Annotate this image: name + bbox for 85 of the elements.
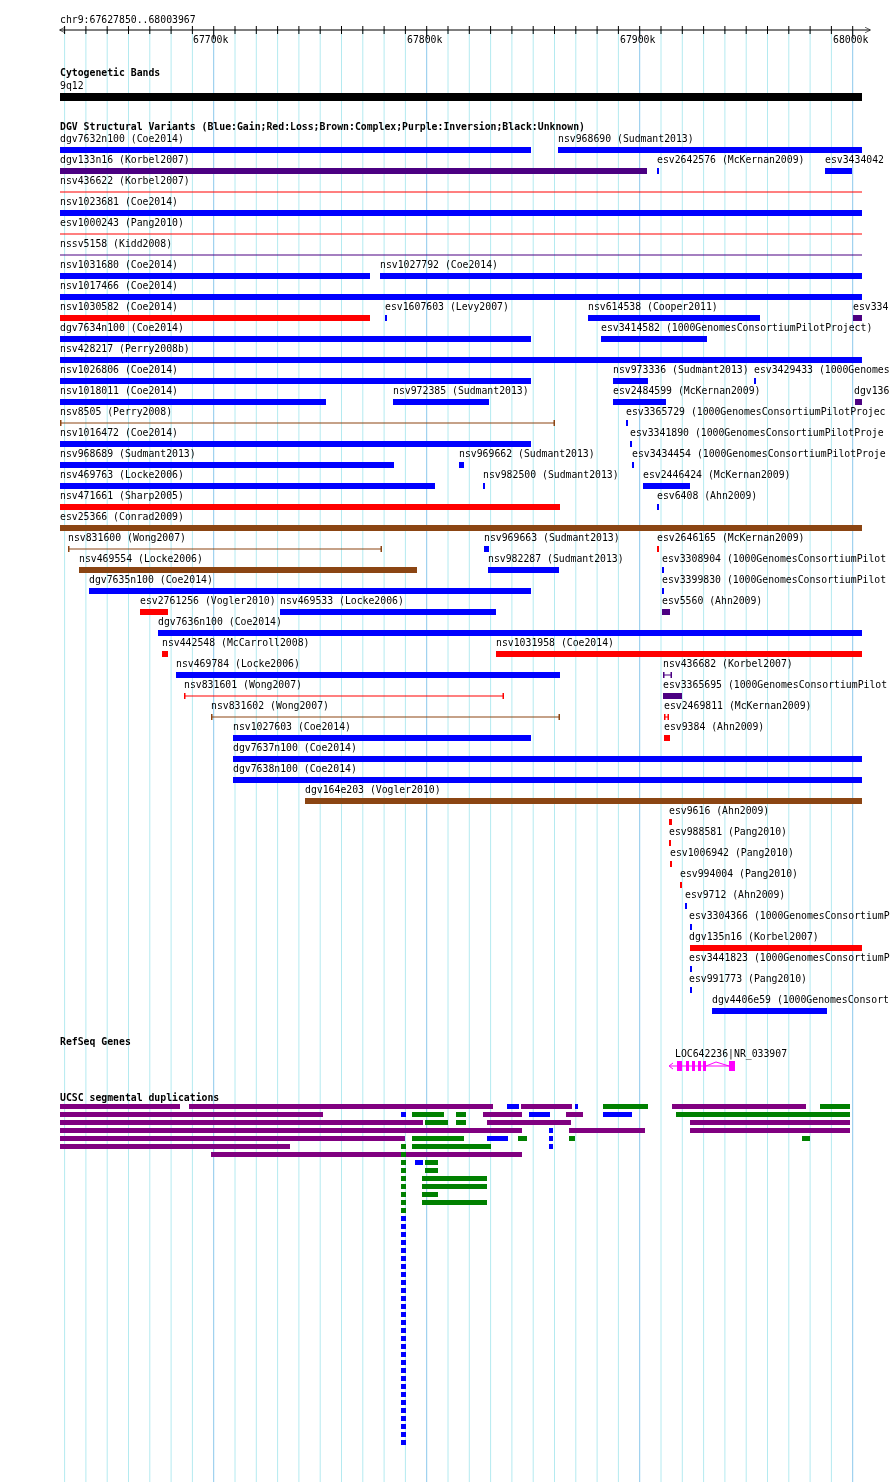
variant-label: nsv436622 (Korbel2007) [60, 175, 190, 187]
variant-label: nsv982500 (Sudmant2013) [483, 469, 619, 481]
variant-label: nsv469533 (Locke2006) [280, 595, 404, 607]
variant-label: nssv5158 (Kidd2008) [60, 238, 173, 250]
variant-label: esv2446424 (McKernan2009) [643, 469, 791, 481]
variant-label: esv2484599 (McKernan2009) [613, 385, 761, 397]
variant-label: nsv1016472 (Coe2014) [60, 427, 178, 439]
variant-label: nsv973336 (Sudmant2013) [613, 364, 749, 376]
variant-label: esv1006942 (Pang2010) [670, 847, 794, 859]
variant-label: esv3308904 (1000GenomesConsortiumPilot [662, 553, 887, 565]
variant-label: nsv1018011 (Coe2014) [60, 385, 178, 397]
variant-label: esv3434454 (1000GenomesConsortiumPilotProje [632, 448, 886, 460]
variant-label: esv2642576 (McKernan2009) [657, 154, 805, 166]
track-title: UCSC segmental duplications [60, 1092, 220, 1104]
band-label: 9q12 [60, 80, 84, 92]
variant-label: esv3429433 (1000Genomes [754, 364, 890, 376]
variant-label: esv1607603 (Levy2007) [385, 301, 509, 313]
variant-label: esv2469811 (McKernan2009) [664, 700, 812, 712]
variant-label: esv2646165 (McKernan2009) [657, 532, 805, 544]
track-title: Cytogenetic Bands [60, 67, 161, 79]
variant-label: esv3414582 (1000GenomesConsortiumPilotProject) [601, 322, 873, 334]
variant-label: dgv7632n100 (Coe2014) [60, 133, 184, 145]
track-title: DGV Structural Variants (Blue:Gain;Red:Loss;Brown:Complex;Purple:Inversion;Black:Unknown) [60, 121, 585, 133]
variant-label: nsv1027792 (Coe2014) [380, 259, 498, 271]
variant-label: dgv4406e59 (1000GenomesConsort [712, 994, 889, 1006]
variant-label: esv3434042 [825, 154, 884, 166]
variant-label: nsv831600 (Wong2007) [68, 532, 186, 544]
variant-label: esv991773 (Pang2010) [689, 973, 807, 985]
variant-label: nsv1023681 (Coe2014) [60, 196, 178, 208]
variant-label: dgv133n16 (Korbel2007) [60, 154, 190, 166]
variant-label: nsv972385 (Sudmant2013) [393, 385, 529, 397]
variant-label: dgv135n16 (Korbel2007) [689, 931, 819, 943]
variant-label: nsv469763 (Locke2006) [60, 469, 184, 481]
variant-label: nsv1031958 (Coe2014) [496, 637, 614, 649]
variant-label: nsv469554 (Locke2006) [79, 553, 203, 565]
variant-label: dgv7637n100 (Coe2014) [233, 742, 357, 754]
variant-label: nsv8505 (Perry2008) [60, 406, 173, 418]
variant-label: esv3365729 (1000GenomesConsortiumPilotProjec [626, 406, 886, 418]
variant-label: nsv969662 (Sudmant2013) [459, 448, 595, 460]
axis-tick-label: 68000k [833, 34, 869, 46]
variant-label: esv988581 (Pang2010) [669, 826, 787, 838]
variant-label: nsv982287 (Sudmant2013) [488, 553, 624, 565]
variant-label: esv2761256 (Vogler2010) [140, 595, 276, 607]
variant-label: nsv969663 (Sudmant2013) [484, 532, 620, 544]
variant-label: esv3304366 (1000GenomesConsortiumP [689, 910, 890, 922]
variant-label: nsv831601 (Wong2007) [184, 679, 302, 691]
variant-label: esv334 [853, 301, 889, 313]
variant-label: nsv1030582 (Coe2014) [60, 301, 178, 313]
variant-label: dgv7638n100 (Coe2014) [233, 763, 357, 775]
variant-label: nsv614538 (Cooper2011) [588, 301, 718, 313]
variant-label: nsv469784 (Locke2006) [176, 658, 300, 670]
variant-label: nsv968690 (Sudmant2013) [558, 133, 694, 145]
variant-label: esv3365695 (1000GenomesConsortiumPilot [663, 679, 888, 691]
axis-tick-label: 67900k [620, 34, 656, 46]
axis-tick-label: 67800k [407, 34, 443, 46]
track-title: RefSeq Genes [60, 1036, 131, 1048]
variant-label: esv994004 (Pang2010) [680, 868, 798, 880]
variant-label: nsv831602 (Wong2007) [211, 700, 329, 712]
variant-label: nsv1027603 (Coe2014) [233, 721, 351, 733]
variant-label: esv9616 (Ahn2009) [669, 805, 770, 817]
variant-label: esv9384 (Ahn2009) [664, 721, 765, 733]
variant-label: dgv164e203 (Vogler2010) [305, 784, 441, 796]
variant-label: dgv136 [854, 385, 890, 397]
variant-label: nsv1031680 (Coe2014) [60, 259, 178, 271]
variant-label: esv25366 (Conrad2009) [60, 511, 184, 523]
axis-tick-label: 67700k [193, 34, 229, 46]
gene-label: LOC642236|NR_033907 [675, 1048, 788, 1060]
variant-label: dgv7634n100 (Coe2014) [60, 322, 184, 334]
variant-label: dgv7635n100 (Coe2014) [89, 574, 213, 586]
variant-label: esv6408 (Ahn2009) [657, 490, 758, 502]
variant-label: esv3341890 (1000GenomesConsortiumPilotProje [630, 427, 884, 439]
variant-label: nsv436682 (Korbel2007) [663, 658, 793, 670]
variant-label: nsv968689 (Sudmant2013) [60, 448, 196, 460]
variant-label: esv3441823 (1000GenomesConsortiumP [689, 952, 890, 964]
variant-label: nsv471661 (Sharp2005) [60, 490, 184, 502]
variant-label: nsv442548 (McCarroll2008) [162, 637, 310, 649]
variant-label: nsv428217 (Perry2008b) [60, 343, 190, 355]
variant-label: nsv1017466 (Coe2014) [60, 280, 178, 292]
variant-label: esv3399830 (1000GenomesConsortiumPilot [662, 574, 887, 586]
variant-label: esv9712 (Ahn2009) [685, 889, 786, 901]
variant-label: esv1000243 (Pang2010) [60, 217, 184, 229]
variant-label: esv5560 (Ahn2009) [662, 595, 763, 607]
variant-label: dgv7636n100 (Coe2014) [158, 616, 282, 628]
coordinate-label: chr9:67627850..68003967 [60, 14, 196, 26]
variant-label: nsv1026806 (Coe2014) [60, 364, 178, 376]
